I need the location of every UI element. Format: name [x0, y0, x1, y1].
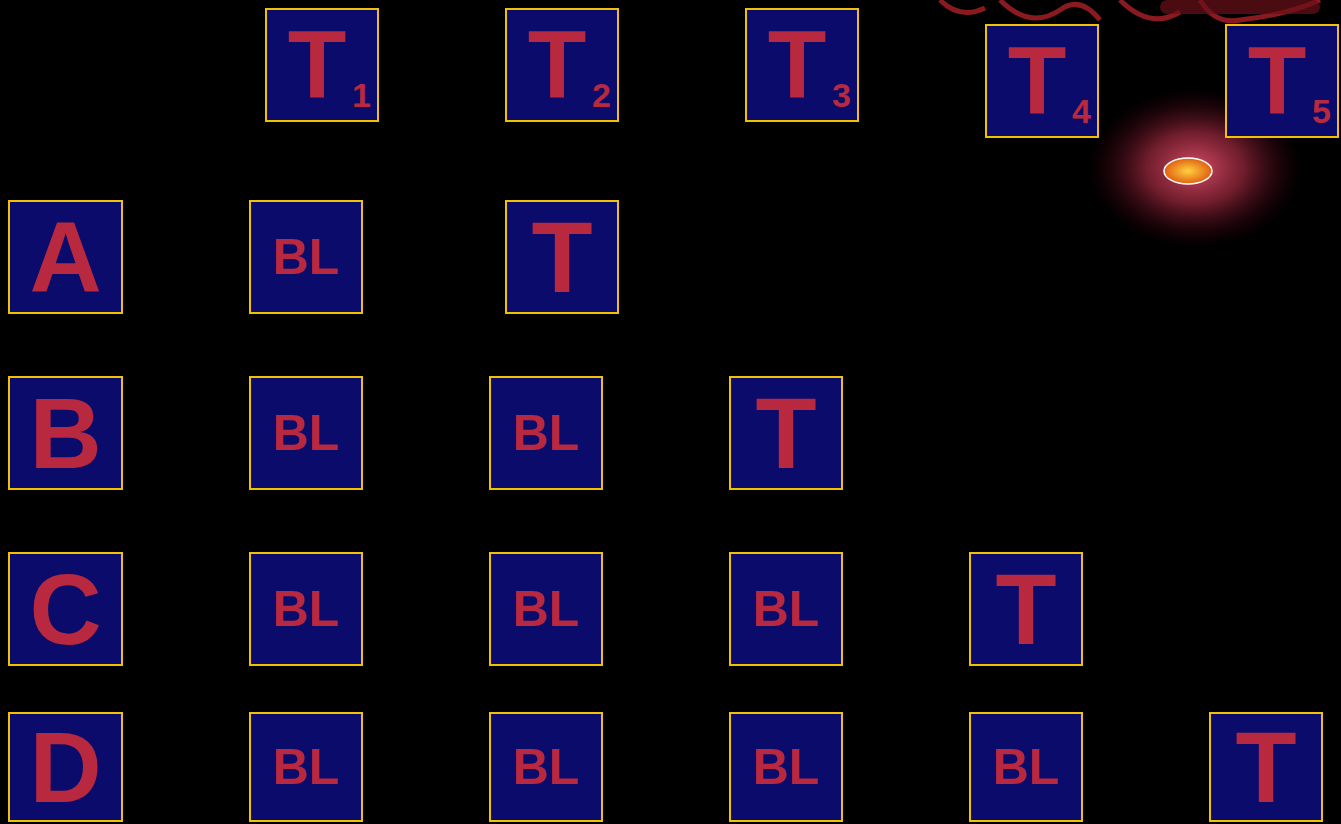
- box-letter: T: [1235, 717, 1296, 817]
- box-letter: T: [1248, 33, 1307, 129]
- letter-box: T: [1209, 712, 1323, 822]
- letter-box: BL: [489, 712, 603, 822]
- letter-box: BL: [969, 712, 1083, 822]
- box-letter: T: [995, 559, 1056, 659]
- box-number: 1: [352, 78, 371, 112]
- swirl: [940, 0, 1320, 21]
- letter-box: T5: [1225, 24, 1339, 138]
- letter-box: BL: [249, 712, 363, 822]
- letter-box: T2: [505, 8, 619, 122]
- box-number: 3: [832, 78, 851, 112]
- letter-box: C: [8, 552, 123, 666]
- box-letter: BL: [513, 408, 580, 458]
- box-letter: T: [1008, 33, 1067, 129]
- letter-box: T1: [265, 8, 379, 122]
- box-letter: BL: [753, 584, 820, 634]
- box-letter: D: [29, 717, 101, 817]
- box-letter: A: [29, 207, 101, 307]
- box-letter: T: [755, 383, 816, 483]
- letter-box: BL: [249, 200, 363, 314]
- letter-box: T: [729, 376, 843, 490]
- box-letter: BL: [513, 742, 580, 792]
- box-letter: T: [531, 207, 592, 307]
- box-letter: BL: [273, 232, 340, 282]
- letter-box: BL: [249, 376, 363, 490]
- box-letter: BL: [753, 742, 820, 792]
- letter-box: A: [8, 200, 123, 314]
- letter-box: T4: [985, 24, 1099, 138]
- letter-box: BL: [489, 552, 603, 666]
- box-letter: C: [29, 559, 101, 659]
- letter-box: BL: [729, 552, 843, 666]
- box-letter: T: [288, 17, 347, 113]
- box-letter: T: [528, 17, 587, 113]
- box-letter: T: [768, 17, 827, 113]
- box-letter: BL: [273, 742, 340, 792]
- letter-box: T3: [745, 8, 859, 122]
- letter-box: BL: [729, 712, 843, 822]
- letter-box: BL: [249, 552, 363, 666]
- box-letter: BL: [273, 584, 340, 634]
- box-letter: BL: [273, 408, 340, 458]
- box-letter: BL: [993, 742, 1060, 792]
- letter-box: BL: [489, 376, 603, 490]
- box-number: 4: [1072, 94, 1091, 128]
- letter-box: T: [505, 200, 619, 314]
- box-number: 5: [1312, 94, 1331, 128]
- swirl-band: [1160, 0, 1320, 14]
- box-number: 2: [592, 78, 611, 112]
- box-letter: B: [29, 383, 101, 483]
- football: [1164, 158, 1212, 184]
- letter-box: T: [969, 552, 1083, 666]
- letter-box: D: [8, 712, 123, 822]
- letter-box: B: [8, 376, 123, 490]
- box-letter: BL: [513, 584, 580, 634]
